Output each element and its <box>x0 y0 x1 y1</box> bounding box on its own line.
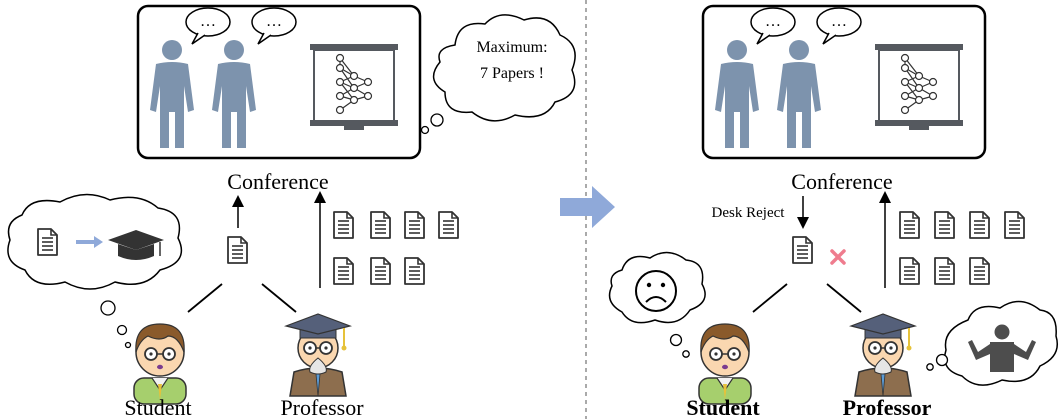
student-avatar <box>133 323 187 405</box>
paper-icon <box>333 211 354 239</box>
student-label: Student <box>686 395 760 419</box>
shrug-thought-cloud <box>926 300 1058 386</box>
paper-icon <box>934 211 955 239</box>
projector-screen-icon <box>309 43 399 131</box>
paper-icon <box>1004 211 1025 239</box>
projector-screen-icon <box>874 43 964 131</box>
left-panel: … … Maximum: 7 Papers ! Conference <box>7 4 576 419</box>
connector-line <box>187 283 223 313</box>
paper-icon <box>899 211 920 239</box>
paper-icon <box>899 257 920 285</box>
professor-avatar <box>850 313 916 397</box>
speech-text: … <box>765 13 781 30</box>
thought-line-1: Maximum: <box>476 39 547 56</box>
student-avatar <box>698 323 752 405</box>
connector-line <box>826 283 862 313</box>
desk-reject-label: Desk Reject <box>712 205 786 221</box>
thought-line-2: 7 Papers ! <box>480 65 544 82</box>
professor-paper-stack <box>333 211 459 285</box>
paper-icon <box>37 228 58 256</box>
speech-text: … <box>266 13 282 30</box>
graduation-cap-icon <box>108 230 164 260</box>
professor-label: Professor <box>843 395 932 419</box>
speech-bubble-left: … <box>185 7 231 45</box>
paper-icon <box>792 236 813 264</box>
speech-bubble-right: … <box>816 7 862 45</box>
speech-bubble-right: … <box>251 7 297 45</box>
sad-face-icon <box>635 270 677 312</box>
paper-icon <box>404 257 425 285</box>
sad-thought-cloud <box>608 251 706 358</box>
paper-icon <box>370 257 391 285</box>
venue-label: Conference <box>791 169 892 194</box>
paper-icon <box>934 257 955 285</box>
paper-icon <box>370 211 391 239</box>
maximum-thought-cloud: Maximum: 7 Papers ! <box>420 14 576 135</box>
paper-icon <box>969 211 990 239</box>
connector-line <box>261 283 297 313</box>
connector-line <box>752 283 788 313</box>
speech-text: … <box>831 13 847 30</box>
shrug-person-icon <box>968 324 1036 372</box>
professor-avatar <box>285 313 351 397</box>
paper-icon <box>404 211 425 239</box>
speech-text: … <box>200 13 216 30</box>
right-panel: … … Conference Desk Reject <box>608 4 1058 419</box>
student-label: Student <box>124 395 191 419</box>
professor-label: Professor <box>280 395 364 419</box>
paper-icon <box>227 236 248 264</box>
graduation-thought-cloud <box>7 193 183 349</box>
reject-x-icon <box>830 249 846 265</box>
speech-bubble-left: … <box>750 7 796 45</box>
paper-icon <box>969 257 990 285</box>
venue-label: Conference <box>227 169 328 194</box>
paper-icon <box>333 257 354 285</box>
professor-paper-stack <box>899 211 1025 285</box>
paper-icon <box>438 211 459 239</box>
transition-arrow-icon <box>560 186 615 228</box>
